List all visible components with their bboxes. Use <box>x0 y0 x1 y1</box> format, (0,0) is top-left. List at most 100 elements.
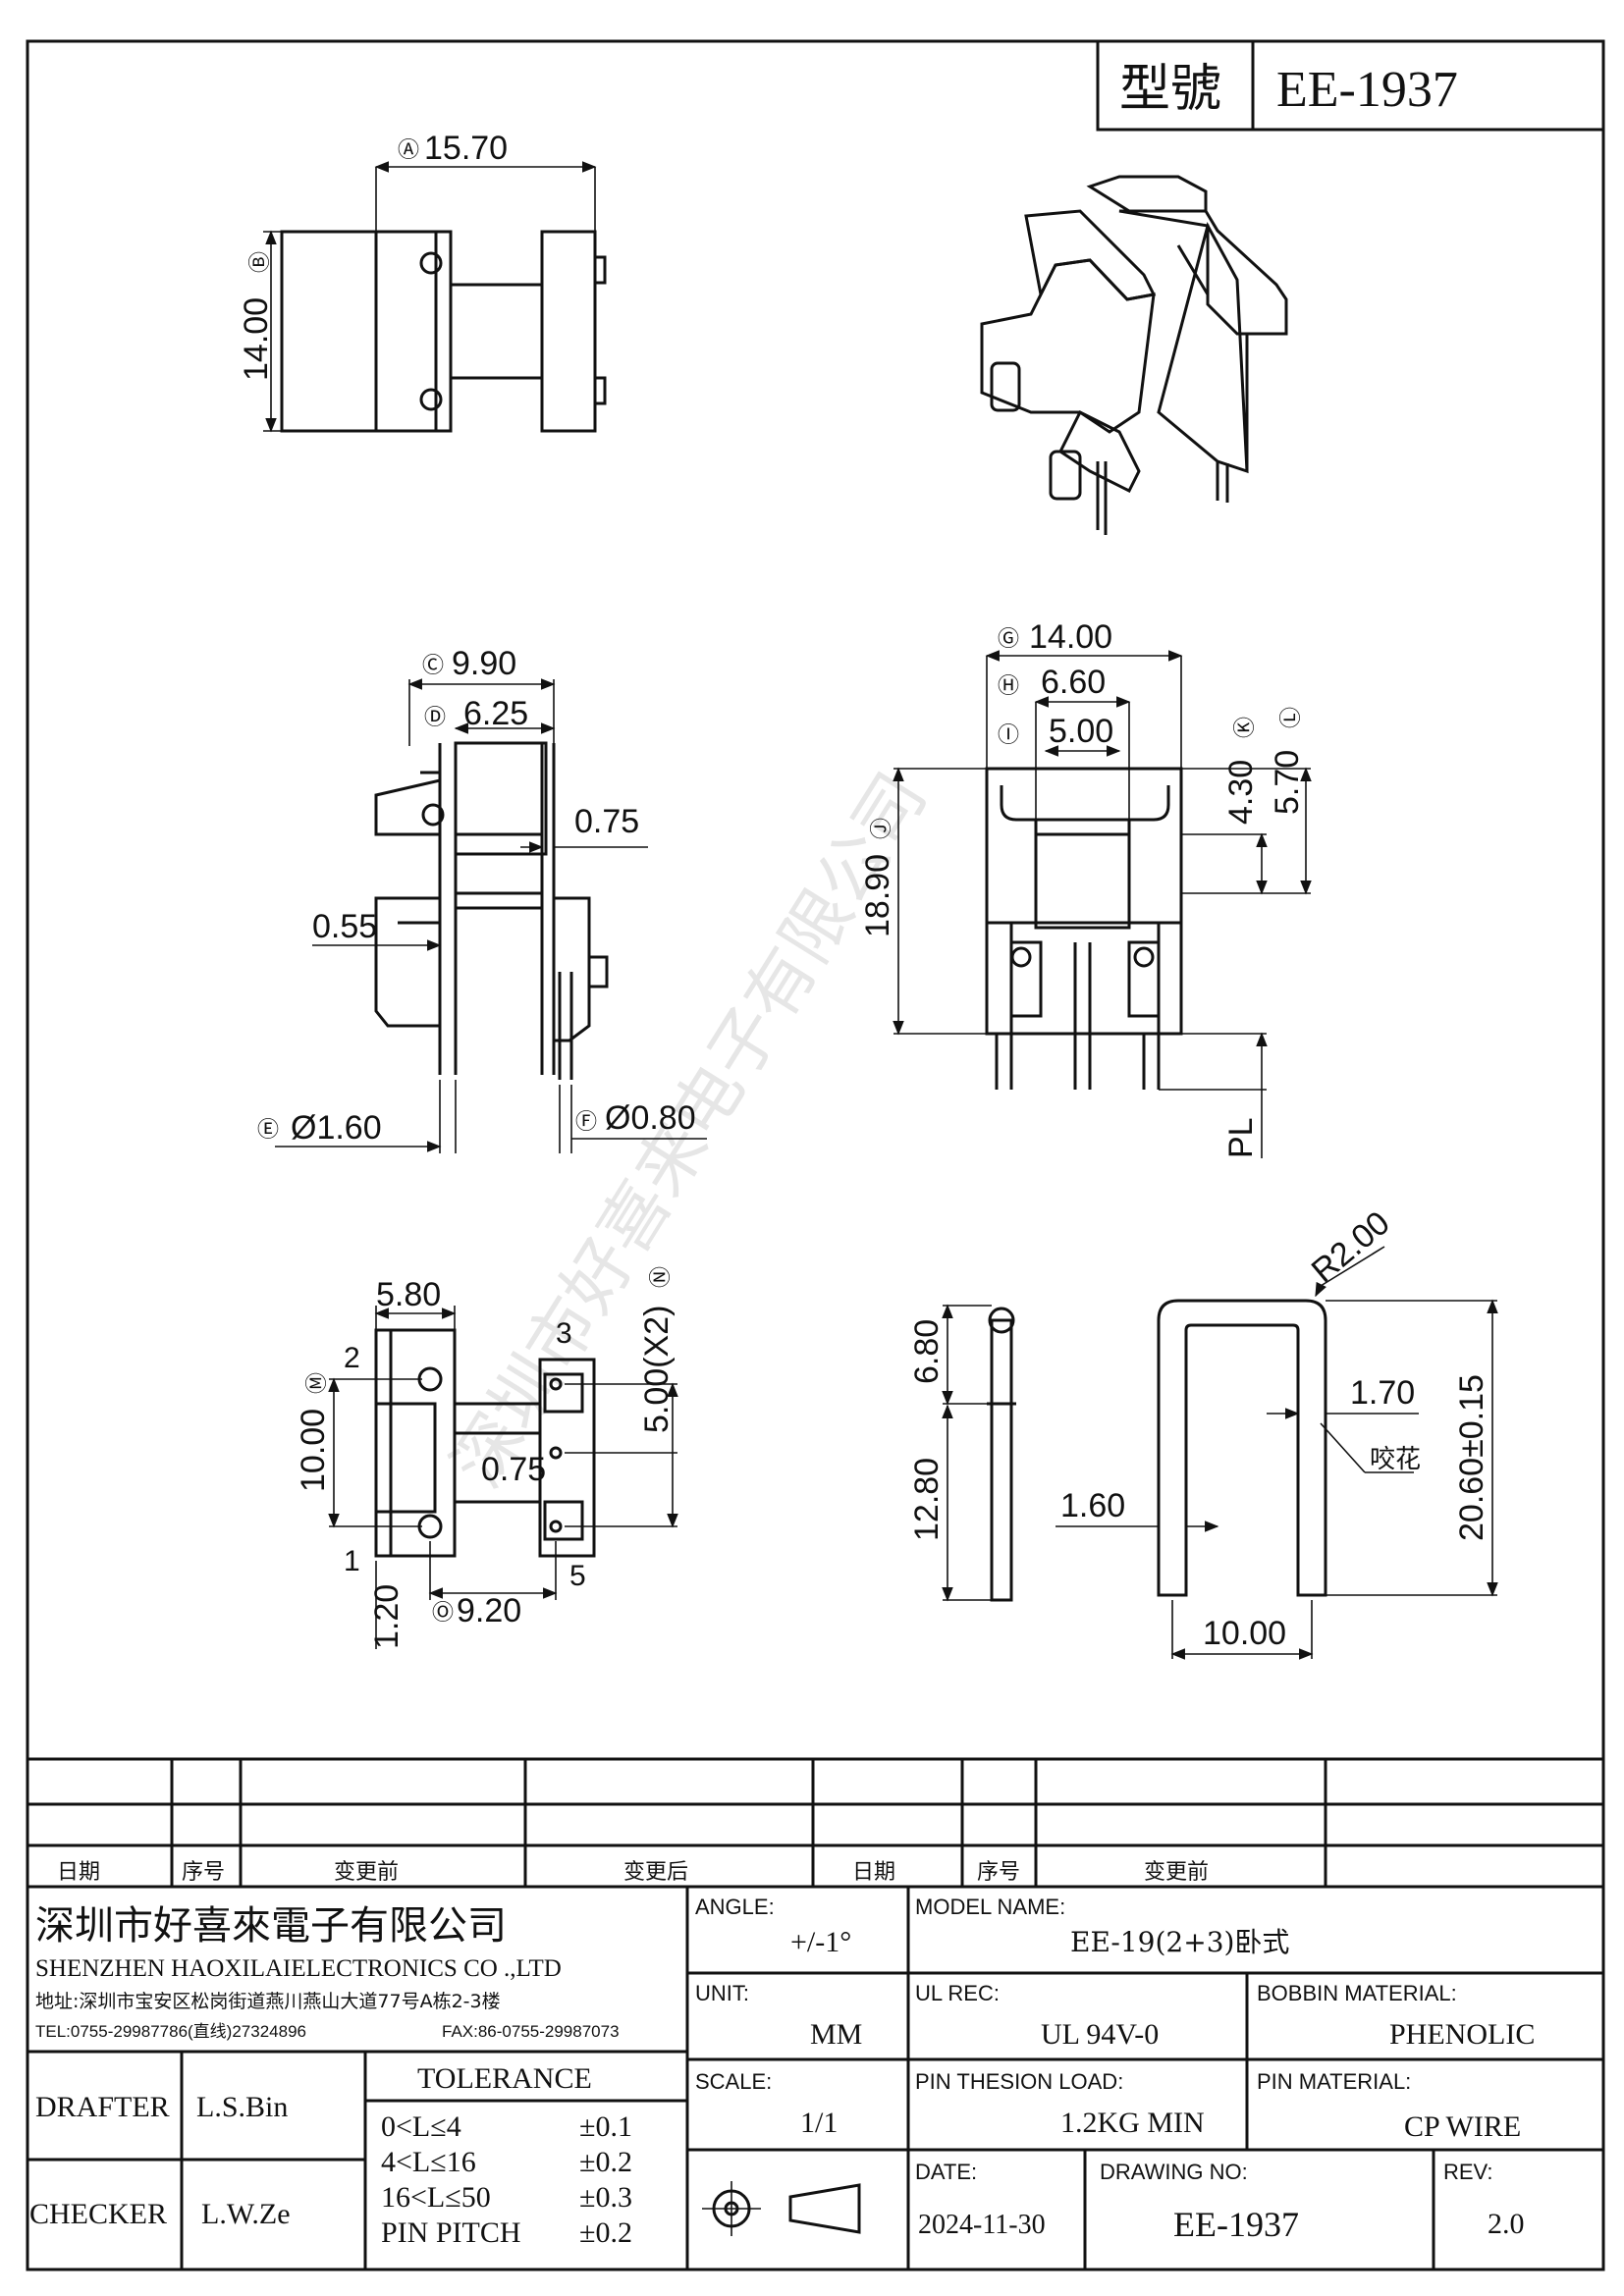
dim-t2: 0.55 <box>312 908 377 945</box>
dim-c-mark: Ⓒ <box>422 653 444 677</box>
date-value: 2024-11-30 <box>918 2210 1046 2240</box>
dim-b-mark: Ⓑ <box>247 251 272 273</box>
dim-k-value: 4.30 <box>1222 760 1260 825</box>
pin-2-label: 2 <box>344 1342 360 1374</box>
model-label: 型號 <box>1119 60 1221 119</box>
angle-label: ANGLE: <box>695 1895 775 1919</box>
ul-value: UL 94V-0 <box>1041 2018 1159 2051</box>
unit-label: UNIT: <box>695 1981 749 2005</box>
drawing-no-label: DRAWING NO: <box>1100 2160 1248 2184</box>
scale-value: 1/1 <box>800 2107 838 2139</box>
dim-clip-span: 10.00 <box>1203 1615 1286 1652</box>
tol-value-2: ±0.3 <box>579 2181 632 2214</box>
top-view: Ⓐ 15.70 14.00 Ⓑ <box>238 130 607 433</box>
dim-a-mark: Ⓐ <box>398 137 419 162</box>
company-en: SHENZHEN HAOXILAIELECTRONICS CO .,LTD <box>35 1955 562 1982</box>
dim-f-value: Ø0.80 <box>605 1099 696 1137</box>
drafter-label: DRAFTER <box>35 2091 170 2123</box>
tol-range-1: 4<L≤16 <box>381 2146 476 2178</box>
dim-k-mark: Ⓚ <box>1232 717 1257 738</box>
pin-3-label: 3 <box>556 1317 572 1350</box>
dim-clip-h: 20.60±0.15 <box>1453 1374 1490 1541</box>
dim-e-mark: Ⓔ <box>257 1117 279 1142</box>
dim-pl: PL <box>1222 1117 1260 1158</box>
clip-view: R2.00 1.70 咬花 1.60 20.60±0.15 10.00 <box>1056 1204 1498 1660</box>
projection-symbol-icon <box>702 2181 861 2236</box>
dim-l-mark: Ⓛ <box>1278 707 1303 728</box>
drawing-no-value: EE-1937 <box>1173 2205 1299 2244</box>
dim-c-value: 9.90 <box>452 645 516 682</box>
drafter-name: L.S.Bin <box>196 2091 288 2123</box>
bottom-view: 2 1 3 5 5.80 10.00 Ⓜ 5.00(X2) Ⓝ 0.75 Ⓞ 9… <box>295 1266 678 1649</box>
rev-h-before2: 变更前 <box>1144 1859 1209 1884</box>
company-fax: FAX:86-0755-29987073 <box>442 2022 620 2041</box>
rev-h-before1: 变更前 <box>334 1859 399 1884</box>
dim-m-value: 10.00 <box>295 1409 332 1492</box>
pin-view: 6.80 12.80 <box>908 1304 1016 1602</box>
dim-clip-w: 1.70 <box>1350 1374 1415 1412</box>
tol-range-0: 0<L≤4 <box>381 2110 461 2143</box>
sheet-border <box>26 39 1605 2271</box>
company-address: 地址:深圳市宝安区松岗街道燕川燕山大道77号A栋2-3楼 <box>35 1991 501 2012</box>
dim-e-value: Ø1.60 <box>291 1109 382 1147</box>
tol-range-3: PIN PITCH <box>381 2216 521 2249</box>
dim-o-value: 9.20 <box>457 1592 521 1629</box>
unit-value: MM <box>810 2018 862 2051</box>
rev-h-date2: 日期 <box>852 1859 895 1884</box>
tol-value-1: ±0.2 <box>579 2146 632 2178</box>
checker-label: CHECKER <box>29 2198 167 2230</box>
bobbin-value: PHENOLIC <box>1389 2018 1535 2051</box>
dim-a-value: 15.70 <box>424 130 508 167</box>
dim-be: 1.20 <box>368 1584 406 1649</box>
rev-h-after: 变更后 <box>623 1859 688 1884</box>
checker-name: L.W.Ze <box>201 2198 291 2230</box>
scale-label: SCALE: <box>695 2069 772 2094</box>
dim-f-mark: Ⓕ <box>575 1109 597 1134</box>
model-number: EE-1937 <box>1276 62 1458 118</box>
tol-value-3: ±0.2 <box>579 2216 632 2249</box>
dim-d-value: 6.25 <box>463 695 528 732</box>
tol-range-2: 16<L≤50 <box>381 2181 491 2214</box>
dim-bw: 5.80 <box>376 1276 441 1313</box>
dim-bt: 0.75 <box>481 1451 546 1488</box>
rev-value: 2.0 <box>1488 2208 1525 2240</box>
dim-i-mark: Ⓘ <box>998 722 1019 747</box>
dim-g-value: 14.00 <box>1029 618 1112 656</box>
rev-h-seq1: 序号 <box>182 1859 225 1884</box>
clip-note: 咬花 <box>1370 1445 1421 1474</box>
dim-o-mark: Ⓞ <box>432 1600 454 1625</box>
dim-g-mark: Ⓖ <box>998 626 1019 651</box>
dim-b-value: 14.00 <box>238 297 275 381</box>
tolerance-label: TOLERANCE <box>417 2062 592 2095</box>
pin-1-label: 1 <box>344 1545 360 1577</box>
pin-material-value: CP WIRE <box>1404 2110 1521 2143</box>
load-value: 1.2KG MIN <box>1060 2107 1205 2139</box>
dim-p1: 6.80 <box>908 1319 946 1384</box>
date-label: DATE: <box>915 2160 977 2184</box>
dim-n-mark: Ⓝ <box>648 1266 673 1288</box>
rev-label: REV: <box>1443 2160 1493 2184</box>
dim-m-mark: Ⓜ <box>304 1372 329 1394</box>
pin-material-label: PIN MATERIAL: <box>1257 2069 1411 2094</box>
dim-clip-t: 1.60 <box>1060 1487 1125 1524</box>
dim-j-mark: Ⓙ <box>869 818 893 839</box>
company-cn: 深圳市好喜來電子有限公司 <box>35 1903 507 1949</box>
side-view: Ⓒ 9.90 Ⓓ 6.25 0.75 0.55 Ⓔ Ø1.60 Ⓕ Ø0.80 <box>257 645 707 1153</box>
ul-label: UL REC: <box>915 1981 1000 2005</box>
dim-d-mark: Ⓓ <box>424 705 446 729</box>
rev-h-date1: 日期 <box>57 1859 100 1884</box>
company-tel: TEL:0755-29987786(直线)27324896 <box>35 2022 306 2041</box>
dim-t1: 0.75 <box>574 803 639 840</box>
header-model-box: 型號 EE-1937 <box>1096 39 1605 132</box>
tol-value-0: ±0.1 <box>579 2110 632 2143</box>
dim-p2: 12.80 <box>908 1458 946 1541</box>
dim-h-value: 6.60 <box>1041 664 1106 701</box>
dim-i-value: 5.00 <box>1049 713 1113 750</box>
dim-j-value: 18.90 <box>859 854 896 937</box>
angle-value: +/-1° <box>790 1926 851 1958</box>
title-block: 深圳市好喜來電子有限公司 SHENZHEN HAOXILAIELECTRONIC… <box>27 1887 1603 2269</box>
front-view: Ⓖ 14.00 Ⓗ 6.60 Ⓘ 5.00 18.90 Ⓙ 4.30 Ⓚ 5.7… <box>859 618 1312 1158</box>
rev-h-seq2: 序号 <box>977 1859 1020 1884</box>
dim-l-value: 5.70 <box>1269 750 1306 815</box>
